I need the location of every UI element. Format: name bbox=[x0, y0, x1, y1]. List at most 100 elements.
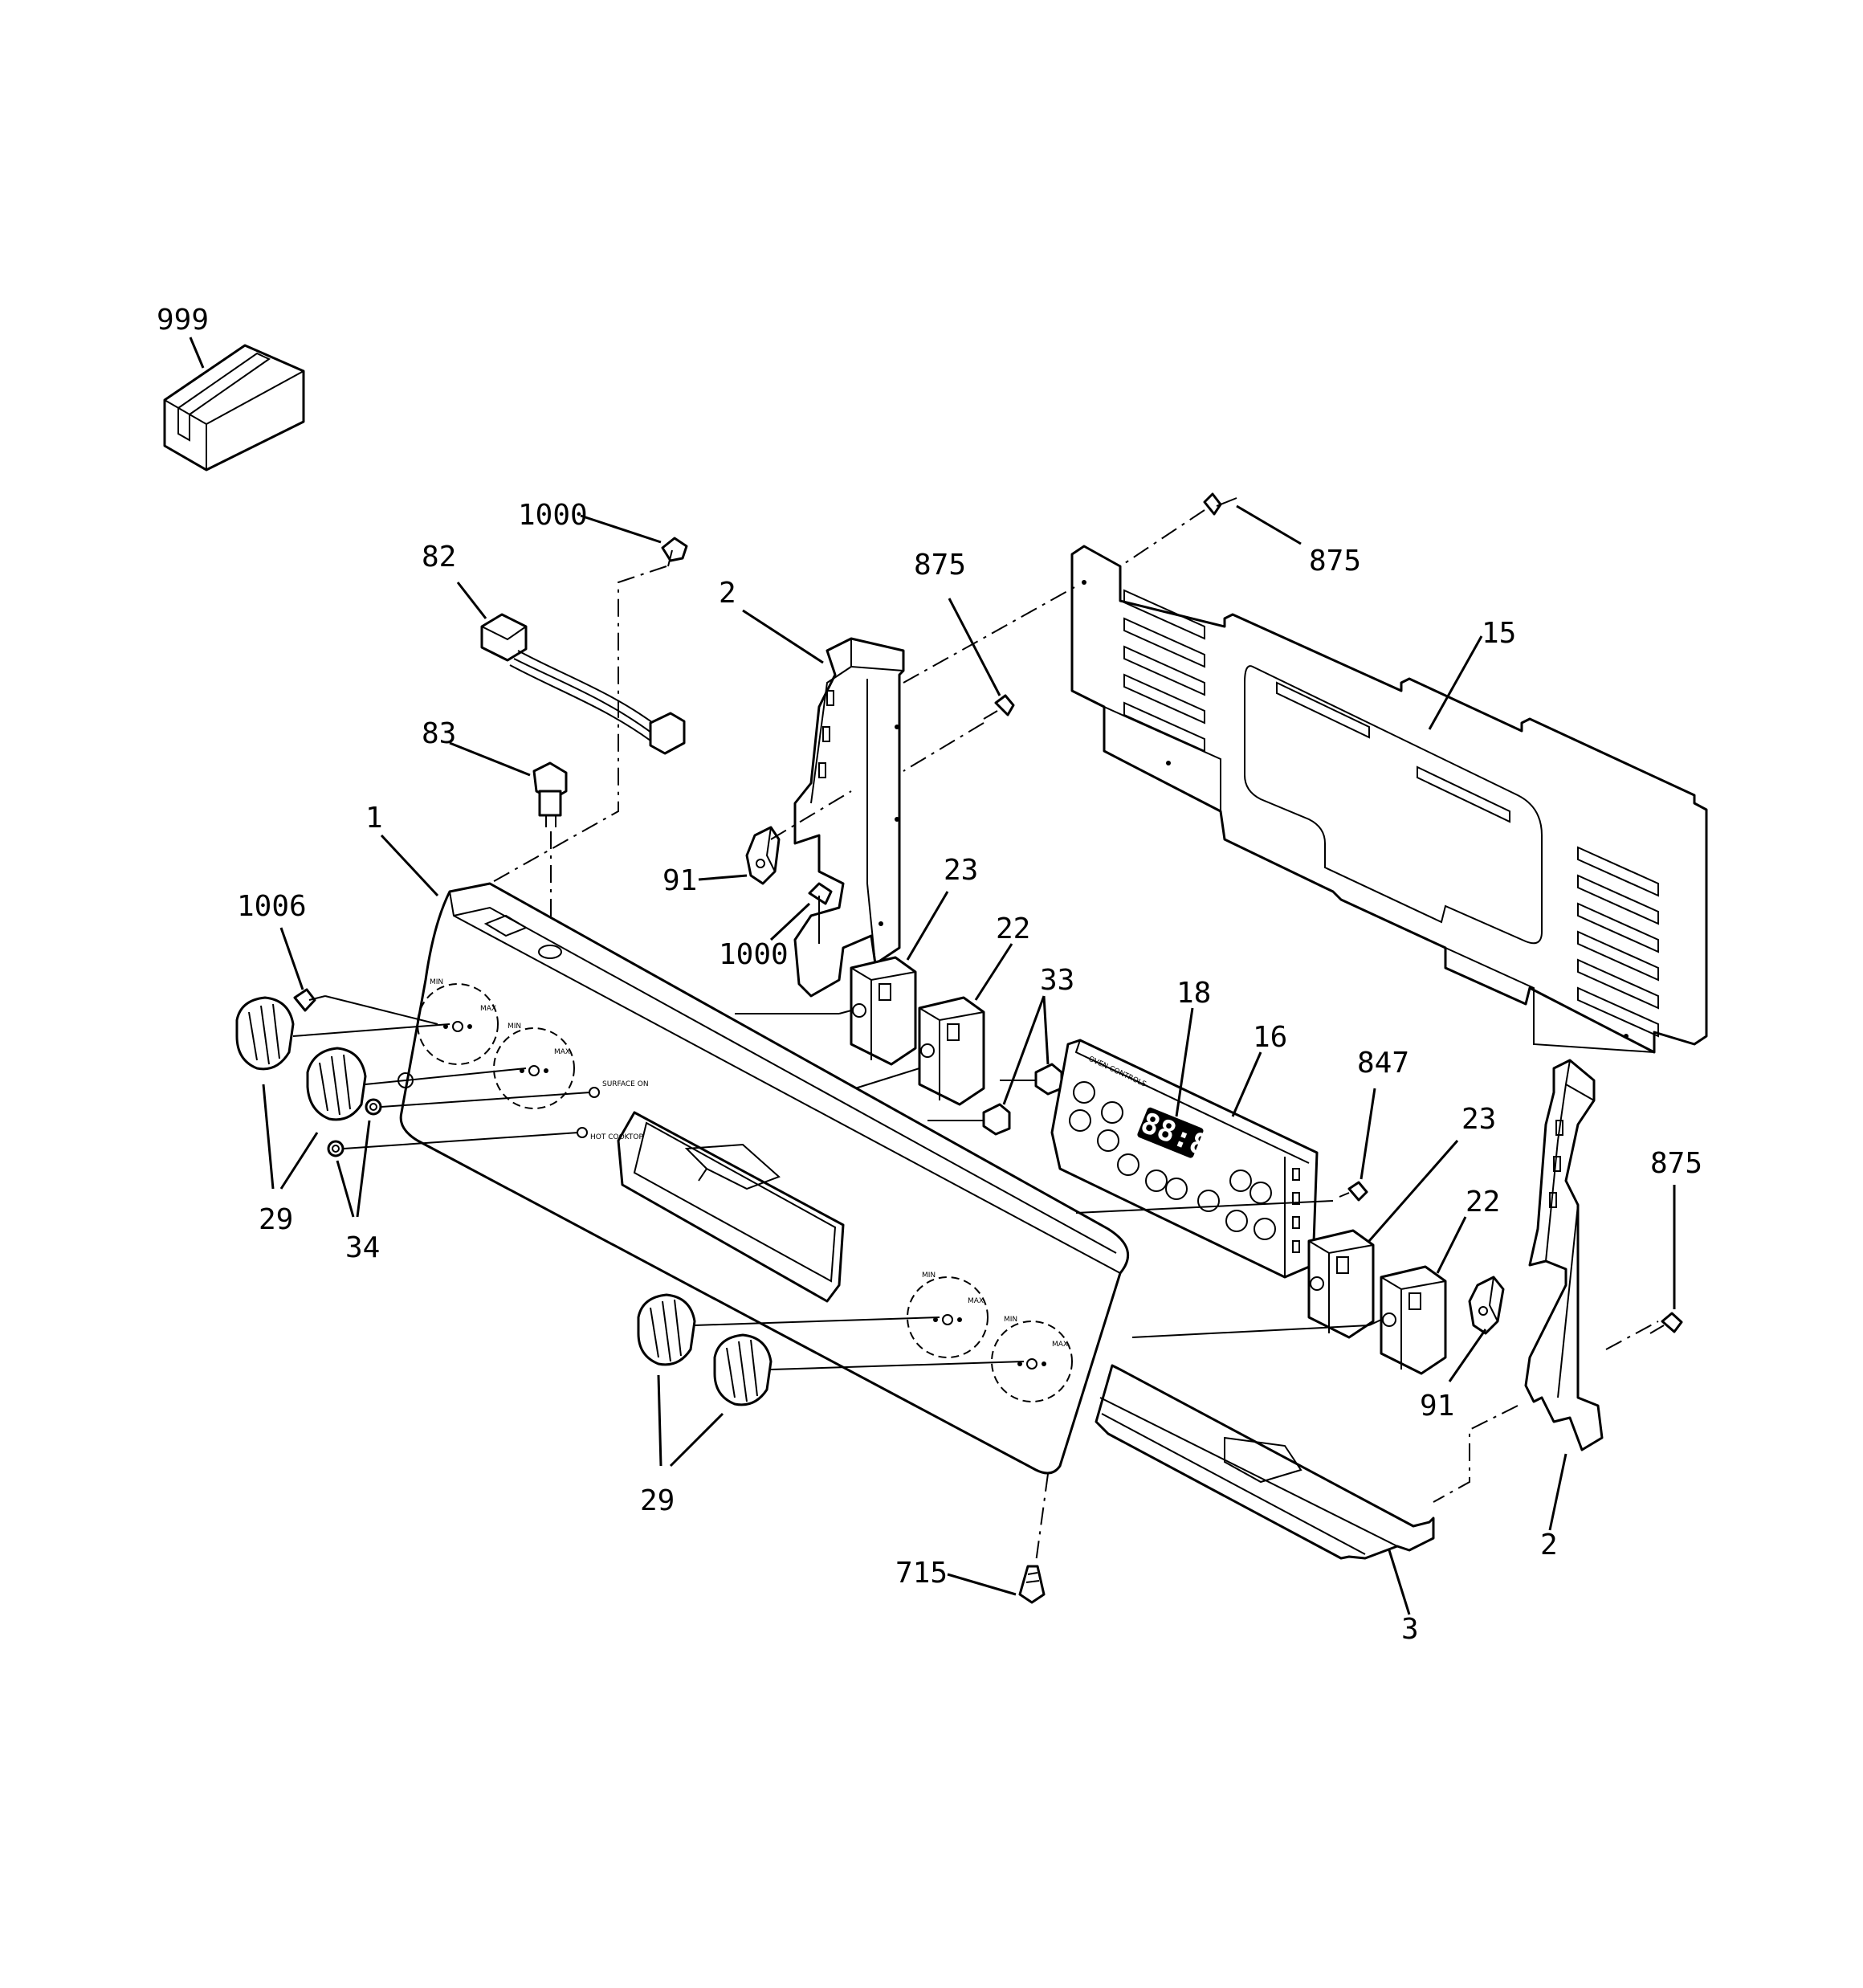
callout-91-left: 91 bbox=[662, 864, 697, 897]
callout-847: 847 bbox=[1357, 1047, 1409, 1080]
dashline-875-right bbox=[1605, 1321, 1659, 1350]
callout-999: 999 bbox=[157, 304, 209, 337]
part-999-box bbox=[163, 344, 305, 471]
clip-33-a bbox=[1034, 1063, 1063, 1096]
leader-29a-1 bbox=[262, 1084, 275, 1190]
leader-33-1 bbox=[1042, 995, 1050, 1065]
lens-line-b bbox=[343, 1132, 579, 1149]
leader-23b bbox=[1368, 1140, 1459, 1242]
display-18 bbox=[1137, 1107, 1204, 1158]
svg-text:MIN: MIN bbox=[922, 1272, 936, 1280]
leader-1000-top bbox=[580, 514, 662, 544]
switch-22-left bbox=[918, 996, 985, 1106]
screw-1000-bottom bbox=[808, 882, 833, 944]
leadline-1006 bbox=[324, 995, 438, 1025]
leader-22a bbox=[974, 943, 1013, 1001]
leader-34-1 bbox=[336, 1160, 355, 1218]
callout-1: 1 bbox=[365, 802, 383, 835]
leader-34-2 bbox=[356, 1120, 371, 1218]
shaft-line-knob-d bbox=[770, 1361, 1025, 1370]
callout-16: 16 bbox=[1253, 1021, 1287, 1054]
callout-715: 715 bbox=[895, 1557, 948, 1590]
leader-1000-bottom bbox=[769, 902, 811, 941]
leader-15 bbox=[1428, 635, 1483, 730]
callout-23-right: 23 bbox=[1461, 1103, 1496, 1136]
leader-16 bbox=[1231, 1051, 1262, 1117]
shaft-line-knob-a bbox=[292, 1023, 450, 1037]
leader-3 bbox=[1388, 1549, 1411, 1615]
part-83-switch bbox=[532, 761, 568, 827]
leader-875-top bbox=[1236, 504, 1302, 545]
callout-82: 82 bbox=[422, 541, 456, 574]
leader-1006 bbox=[279, 927, 304, 990]
leader-2b bbox=[1548, 1453, 1567, 1531]
knob-29-bottom-a bbox=[637, 1293, 696, 1366]
dashline-875-mid bbox=[903, 722, 984, 772]
leader-82 bbox=[456, 582, 487, 619]
svg-text:MAX: MAX bbox=[968, 1297, 984, 1305]
part-1-control-panel: MIN MAX MIN MAX MIN MAX MIN MAX bbox=[397, 882, 1129, 1475]
screw-847 bbox=[1339, 1181, 1368, 1202]
callout-22-right: 22 bbox=[1466, 1186, 1500, 1219]
lens-34-a bbox=[365, 1098, 382, 1116]
callout-83: 83 bbox=[422, 717, 456, 750]
knob-29-bottom-b bbox=[713, 1333, 773, 1406]
callout-91-right: 91 bbox=[1420, 1390, 1454, 1423]
part-91-right-bracket bbox=[1468, 1276, 1505, 1335]
switch-23-right bbox=[1307, 1229, 1375, 1339]
leader-847 bbox=[1360, 1088, 1376, 1180]
part-3-trim bbox=[1095, 1364, 1435, 1560]
part-91-left-bracket bbox=[745, 826, 781, 885]
switch-22-left-line bbox=[854, 1067, 920, 1089]
svg-text:MAX: MAX bbox=[1052, 1341, 1068, 1349]
callout-15: 15 bbox=[1482, 617, 1516, 650]
svg-text:HOT COOKTOP: HOT COOKTOP bbox=[590, 1133, 643, 1141]
knob-29-left-b bbox=[306, 1047, 367, 1121]
dashline-715 bbox=[1035, 1473, 1049, 1563]
shaft-line-knob-c bbox=[694, 1316, 940, 1326]
lens-line-a bbox=[381, 1092, 591, 1108]
leader-22b bbox=[1436, 1216, 1467, 1274]
svg-text:MAX: MAX bbox=[554, 1048, 570, 1056]
leader-91b bbox=[1448, 1329, 1487, 1382]
leader-999 bbox=[189, 337, 205, 369]
leader-715 bbox=[947, 1573, 1017, 1596]
callout-1006: 1006 bbox=[237, 890, 307, 923]
callout-875-right: 875 bbox=[1650, 1147, 1702, 1180]
leader-18 bbox=[1175, 1007, 1194, 1117]
part-15-rear-panel bbox=[1070, 545, 1708, 1054]
callout-875-top: 875 bbox=[1309, 545, 1361, 578]
svg-text:MAX: MAX bbox=[480, 1005, 496, 1013]
callout-1000-top: 1000 bbox=[518, 499, 588, 532]
dial-right-1: MIN MAX bbox=[907, 1272, 989, 1358]
screw-1006 bbox=[293, 988, 326, 1012]
svg-text:MIN: MIN bbox=[430, 978, 443, 986]
part-2-left-end-cap bbox=[793, 637, 905, 998]
dashline-2b bbox=[1433, 1405, 1519, 1503]
callout-18: 18 bbox=[1176, 977, 1211, 1010]
callout-labels: 999 1000 82 83 1 1006 2 875 875 15 91 10… bbox=[157, 304, 1702, 1646]
callout-2-right: 2 bbox=[1540, 1529, 1558, 1561]
callout-29-bottom: 29 bbox=[640, 1484, 675, 1517]
lens-34-b bbox=[327, 1140, 344, 1157]
callout-2-left: 2 bbox=[719, 577, 736, 610]
leader-91a bbox=[698, 874, 748, 881]
leader-83 bbox=[449, 741, 531, 777]
callout-34: 34 bbox=[345, 1231, 380, 1264]
dashline-875-top bbox=[1119, 509, 1205, 567]
part-82-harness bbox=[480, 613, 686, 755]
leader-875-mid bbox=[948, 598, 1001, 696]
board-line bbox=[1075, 1200, 1334, 1214]
knob-29-left-a bbox=[235, 996, 295, 1071]
shaft-line-knob-b bbox=[365, 1067, 527, 1085]
svg-text:MIN: MIN bbox=[508, 1023, 521, 1031]
callout-1000-bottom: 1000 bbox=[719, 938, 789, 971]
screw-1000-top bbox=[661, 537, 688, 567]
screw-875-mid bbox=[983, 694, 1015, 720]
leader-29b-1 bbox=[657, 1374, 662, 1467]
leader-2a bbox=[742, 609, 824, 664]
svg-text:SURFACE ON: SURFACE ON bbox=[602, 1080, 649, 1088]
switch-22-right bbox=[1368, 1265, 1447, 1375]
screw-875-right bbox=[1649, 1312, 1683, 1334]
